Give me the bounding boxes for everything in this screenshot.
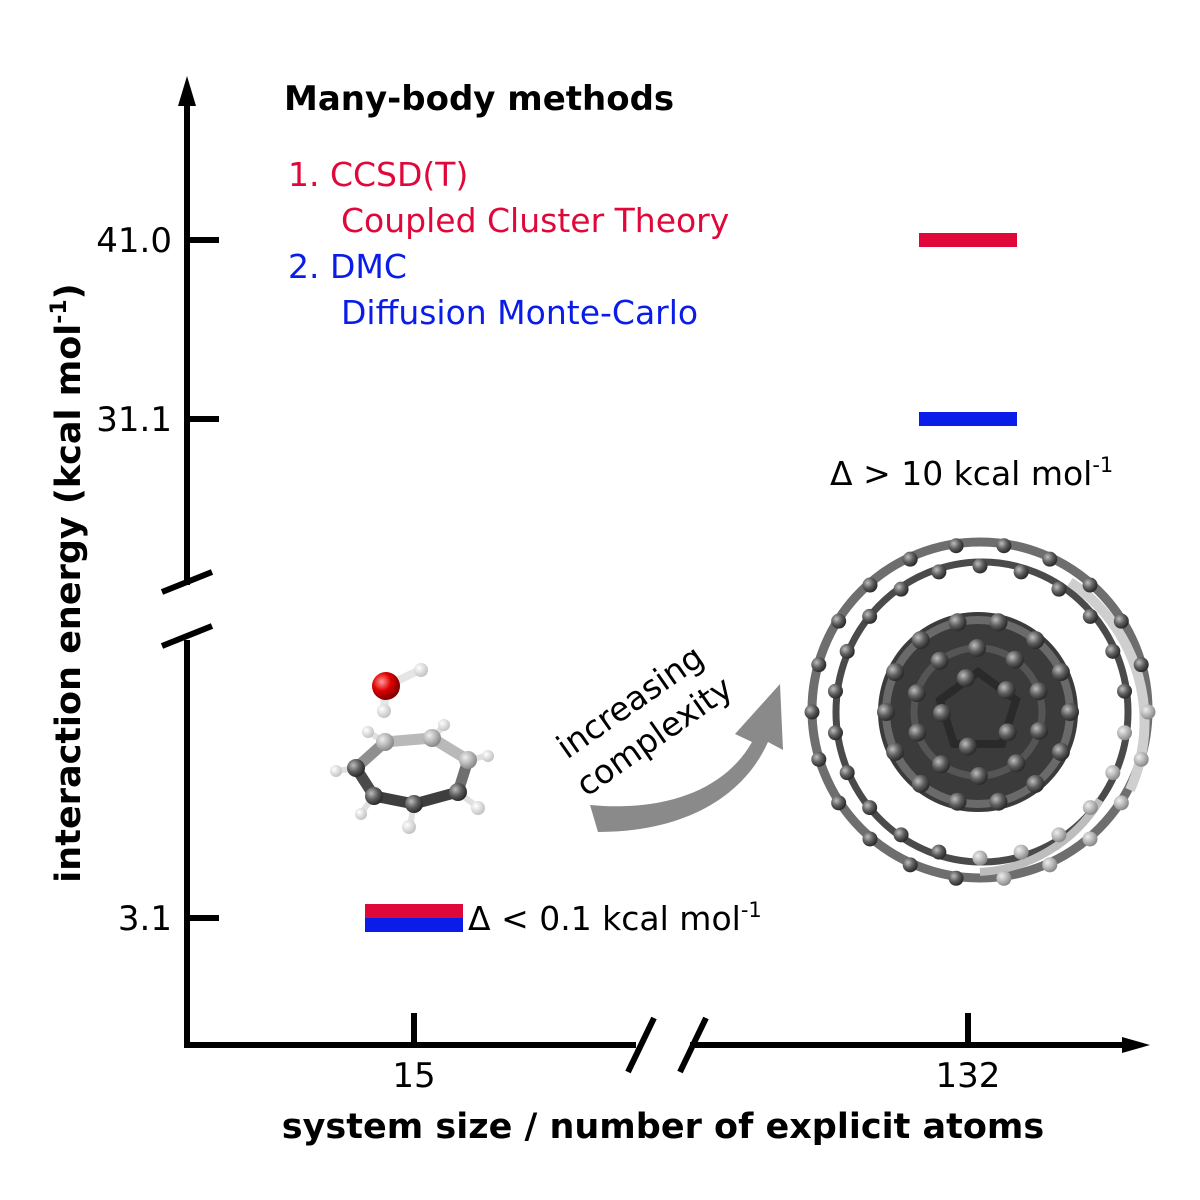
fullerene-nanoring-complex-icon <box>804 537 1156 886</box>
x-tick-label: 15 <box>392 1056 435 1096</box>
y-axis-break-mark <box>160 623 214 649</box>
legend-item-dmc-number: 2. DMC <box>288 247 407 286</box>
y-tick-label: 31.1 <box>96 400 172 440</box>
y-axis-arrow-icon <box>178 76 196 106</box>
legend-title: Many-body methods <box>284 79 674 119</box>
legend: Many-body methods 1. CCSD(T) Coupled Clu… <box>284 79 729 332</box>
x-axis-break-mark <box>625 1016 657 1074</box>
y-tick-label: 41.0 <box>96 221 172 261</box>
y-axis <box>160 76 214 1048</box>
legend-item-ccsdt-description: Coupled Cluster Theory <box>341 201 729 240</box>
legend-item-ccsdt-number: 1. CCSD(T) <box>288 155 468 194</box>
x-axis-arrow-icon <box>1122 1037 1150 1053</box>
energy-bar-ccsdt <box>365 904 463 918</box>
delta-large-annotation: Δ > 10 kcal mol-1 <box>830 453 1113 493</box>
x-axis-break-mark <box>677 1016 709 1074</box>
x-tick-label: 132 <box>936 1056 1001 1096</box>
y-axis-title: interaction energy (kcal mol-1) <box>47 283 89 882</box>
energy-bar-ccsdt <box>919 233 1017 247</box>
water-benzene-molecule-icon <box>330 663 494 834</box>
y-tick-label: 3.1 <box>118 899 172 939</box>
axis-ticks: 3.1 31.1 41.0 15 132 <box>96 221 1000 1096</box>
increasing-complexity-arrow: increasing complexity <box>549 637 783 832</box>
data-marks <box>365 233 1017 932</box>
x-axis-title: system size / number of explicit atoms <box>282 1107 1044 1147</box>
legend-item-dmc-description: Diffusion Monte-Carlo <box>341 293 698 332</box>
x-axis <box>184 1016 1150 1074</box>
curved-arrow-icon <box>590 684 783 832</box>
energy-bar-dmc <box>919 412 1017 426</box>
y-axis-break-mark <box>160 569 214 595</box>
energy-bar-dmc <box>365 918 463 932</box>
delta-small-annotation: Δ < 0.1 kcal mol-1 <box>468 898 762 938</box>
